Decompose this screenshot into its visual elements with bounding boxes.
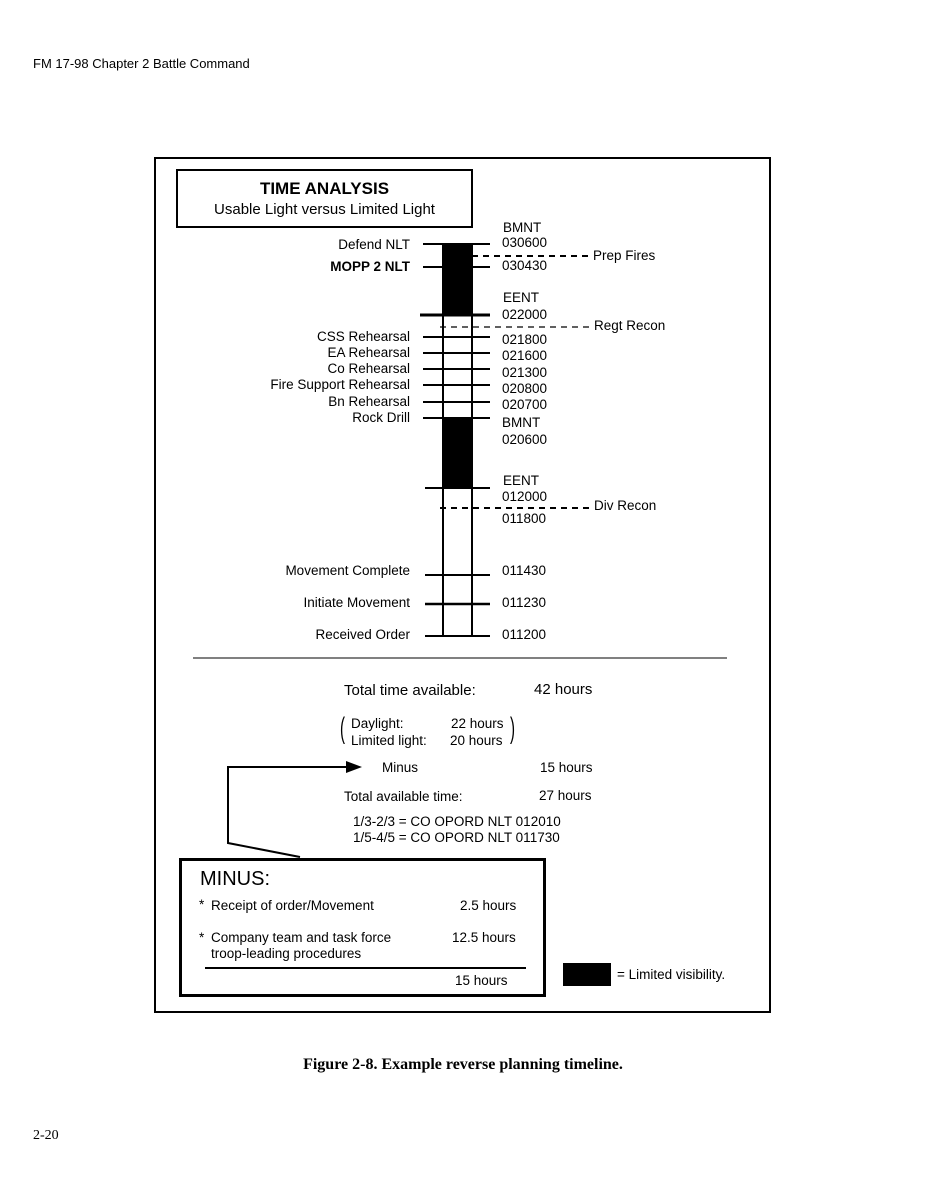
legend-label: = Limited visibility. bbox=[617, 967, 726, 982]
right-label: 011800 bbox=[502, 511, 547, 526]
minus-item-label: troop-leading procedures bbox=[211, 946, 362, 961]
right-label: BMNT bbox=[502, 415, 541, 430]
right-label: 030600 bbox=[502, 235, 548, 250]
dashed-label: Div Recon bbox=[594, 498, 657, 513]
minus-box bbox=[179, 858, 546, 997]
total-time-value: 42 hours bbox=[534, 681, 593, 698]
right-label: 030430 bbox=[502, 258, 548, 273]
left-label: Rock Drill bbox=[352, 410, 410, 425]
rule-2: 1/5-4/5 = CO OPORD NLT 011730 bbox=[353, 830, 560, 845]
title-heading: TIME ANALYSIS bbox=[259, 179, 390, 198]
left-label: EA Rehearsal bbox=[327, 345, 410, 360]
available-value: 27 hours bbox=[539, 788, 592, 803]
left-label: Initiate Movement bbox=[303, 595, 410, 610]
minus-item-value: 2.5 hours bbox=[460, 898, 517, 913]
limited-label: Limited light: bbox=[351, 733, 427, 748]
available-label: Total available time: bbox=[344, 789, 463, 804]
right-label: 021600 bbox=[502, 348, 548, 363]
daylight-value: 22 hours bbox=[451, 716, 504, 731]
right-label: BMNT bbox=[503, 220, 542, 235]
rule-1: 1/3-2/3 = CO OPORD NLT 012010 bbox=[353, 814, 561, 829]
minus-item-label: Company team and task force bbox=[211, 930, 392, 945]
right-label: 020700 bbox=[502, 397, 548, 412]
right-label: 012000 bbox=[502, 489, 548, 504]
title-subtitle: Usable Light versus Limited Light bbox=[214, 201, 435, 218]
arrow-head-icon bbox=[346, 761, 362, 773]
limited-visibility-block bbox=[443, 418, 472, 488]
right-label: 022000 bbox=[502, 307, 548, 322]
arrow-connector bbox=[227, 766, 350, 858]
right-label: 011200 bbox=[502, 627, 547, 642]
title-box: TIME ANALYSIS Usable Light versus Limite… bbox=[176, 169, 473, 228]
left-label: CSS Rehearsal bbox=[316, 329, 410, 344]
paren-right: ) bbox=[510, 712, 515, 745]
right-label: 011230 bbox=[502, 595, 547, 610]
left-label: Movement Complete bbox=[285, 563, 410, 578]
timeline-ticks bbox=[420, 243, 490, 637]
running-header: FM 17-98 Chapter 2 Battle Command bbox=[33, 56, 250, 71]
left-label: Received Order bbox=[315, 627, 410, 642]
dashed-label: Prep Fires bbox=[593, 248, 656, 263]
right-label: 021800 bbox=[502, 332, 548, 347]
right-label: EENT bbox=[503, 290, 540, 305]
right-label: 011430 bbox=[502, 563, 547, 578]
dashed-label: Regt Recon bbox=[594, 318, 666, 333]
right-label: 020800 bbox=[502, 381, 548, 396]
figure-frame bbox=[154, 157, 771, 1013]
minus-item-label: Receipt of order/Movement bbox=[211, 898, 374, 913]
left-label: Co Rehearsal bbox=[327, 361, 410, 376]
minus-value: 15 hours bbox=[540, 760, 593, 775]
paren-left: ( bbox=[340, 712, 345, 745]
bullet: * bbox=[199, 897, 205, 912]
minus-total: 15 hours bbox=[455, 973, 508, 988]
total-time-label: Total time available: bbox=[344, 682, 476, 699]
left-label: MOPP 2 NLT bbox=[330, 259, 410, 274]
minus-item-value: 12.5 hours bbox=[452, 930, 516, 945]
dashed-lines bbox=[440, 255, 590, 509]
page-number: 2-20 bbox=[33, 1128, 59, 1143]
limited-value: 20 hours bbox=[450, 733, 503, 748]
daylight-label: Daylight: bbox=[351, 716, 404, 731]
minus-title: MINUS: bbox=[200, 868, 270, 890]
right-label: 020600 bbox=[502, 432, 548, 447]
limited-visibility-block bbox=[443, 243, 472, 315]
bullet: * bbox=[199, 930, 205, 945]
right-label: 021300 bbox=[502, 365, 548, 380]
left-label: Fire Support Rehearsal bbox=[270, 377, 410, 392]
left-label: Defend NLT bbox=[338, 237, 410, 252]
figure-caption: Figure 2-8. Example reverse planning tim… bbox=[303, 1056, 623, 1073]
right-label: EENT bbox=[503, 473, 540, 488]
left-label: Bn Rehearsal bbox=[328, 394, 410, 409]
legend-swatch bbox=[563, 963, 611, 986]
minus-label: Minus bbox=[382, 760, 419, 775]
